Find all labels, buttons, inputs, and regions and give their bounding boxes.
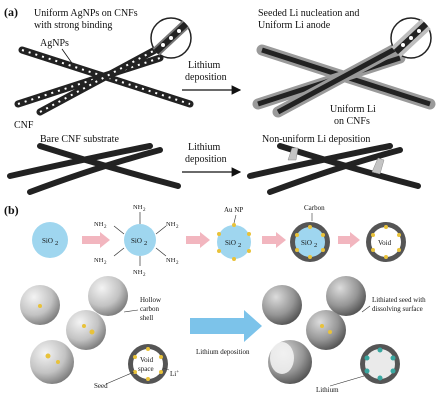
sio2-sphere-1: SiO 2 — [32, 222, 68, 258]
hollow-shell-pointer — [123, 309, 139, 313]
cnf-fibers-uniform-li — [252, 36, 436, 118]
agnp-inset-circle — [150, 17, 192, 59]
bare-cnf-fibers — [7, 143, 181, 195]
au-np-pointer — [233, 214, 237, 224]
carbon-label: Carbon — [304, 204, 325, 212]
uniform-li-label-line2: on CNFs — [334, 116, 370, 127]
top-right-title-line1: Seeded Li nucleation and — [258, 8, 359, 19]
seed-pointer — [105, 371, 135, 385]
lithium-pointer — [329, 375, 365, 387]
pink-arrow-1 — [82, 232, 110, 248]
cnf-label: CNF — [14, 120, 34, 131]
lithium-deposition-label: Lithium deposition — [196, 348, 250, 356]
svg-text:2: 2 — [144, 240, 147, 247]
svg-text:NH: NH — [166, 257, 176, 264]
svg-text:NH: NH — [166, 221, 176, 228]
svg-text:SiO: SiO — [225, 239, 236, 247]
lithium-deposition-arrow — [190, 310, 262, 342]
svg-text:NH: NH — [94, 221, 104, 228]
panel-b-label: (b) — [4, 203, 19, 217]
lithiated-seed-line1: Lithiated seed with — [372, 296, 426, 304]
svg-text:SiO: SiO — [301, 239, 312, 247]
svg-text:2: 2 — [176, 261, 179, 266]
pink-arrow-4 — [338, 232, 360, 248]
svg-text:NH: NH — [133, 269, 143, 276]
svg-text:NH: NH — [133, 204, 143, 211]
sio2-au-sphere: SiO 2 — [217, 223, 251, 261]
lithiated-seed-line2: dissolving surface — [372, 305, 423, 313]
svg-text:2: 2 — [176, 225, 179, 230]
sio2-carbon-sphere: SiO 2 — [290, 222, 330, 262]
svg-text:space: space — [138, 365, 154, 373]
svg-text:2: 2 — [143, 273, 146, 278]
svg-text:2: 2 — [238, 242, 241, 249]
svg-text:Void: Void — [140, 356, 154, 364]
top-left-title-line1: Uniform AgNPs on CNFs — [34, 8, 138, 19]
svg-text:SiO: SiO — [42, 237, 53, 245]
lithiated-cross-section — [360, 344, 400, 384]
li-plus-label: Li+ — [170, 370, 179, 378]
agnps-label: AgNPs — [40, 38, 69, 49]
svg-text:2: 2 — [104, 225, 107, 230]
svg-text:2: 2 — [143, 208, 146, 213]
svg-text:2: 2 — [104, 261, 107, 266]
seed-label: Seed — [94, 382, 108, 390]
non-uniform-li-fibers — [247, 143, 421, 195]
bare-cnf-title: Bare CNF substrate — [40, 134, 119, 145]
sio2-nh2-sphere: SiO 2 — [113, 212, 167, 266]
hollow-sphere-cluster-before — [20, 276, 128, 384]
panel-a-label: (a) — [4, 5, 18, 19]
cnf-fibers-with-agnps — [14, 38, 194, 116]
lithiated-pointer — [361, 305, 371, 313]
non-uniform-title: Non-uniform Li deposition — [262, 134, 370, 145]
svg-text:2: 2 — [314, 242, 317, 249]
svg-text:NH: NH — [94, 257, 104, 264]
svg-text:Void: Void — [378, 239, 392, 247]
uniform-li-label-line1: Uniform Li — [330, 104, 376, 115]
arrow2-label-line2: deposition — [185, 154, 227, 165]
top-right-title-line2: Uniform Li anode — [258, 20, 331, 31]
hollow-carbon-shell-line2: carbon — [140, 305, 160, 313]
au-np-label: Au NP — [224, 206, 243, 214]
hollow-carbon-shell-line1: Hollow — [140, 296, 162, 304]
void-space-cross-section: Void space — [128, 344, 168, 384]
li-plus-pointer — [162, 367, 170, 371]
uniform-li-inset-circle — [390, 17, 432, 59]
svg-text:SiO: SiO — [131, 237, 142, 245]
hollow-void-sphere: Void — [366, 222, 406, 262]
svg-text:2: 2 — [55, 240, 58, 247]
hollow-carbon-shell-line3: shell — [140, 314, 153, 322]
hollow-sphere-cluster-after — [262, 276, 366, 384]
top-left-title-line2: with strong binding — [34, 20, 112, 31]
lithium-label: Lithium — [316, 386, 339, 394]
pink-arrow-3 — [262, 232, 286, 248]
pink-arrow-2 — [186, 232, 210, 248]
arrow1-label-line1: Lithium — [188, 60, 220, 71]
arrow1-label-line2: deposition — [185, 72, 227, 83]
arrow2-label-line1: Lithium — [188, 142, 220, 153]
